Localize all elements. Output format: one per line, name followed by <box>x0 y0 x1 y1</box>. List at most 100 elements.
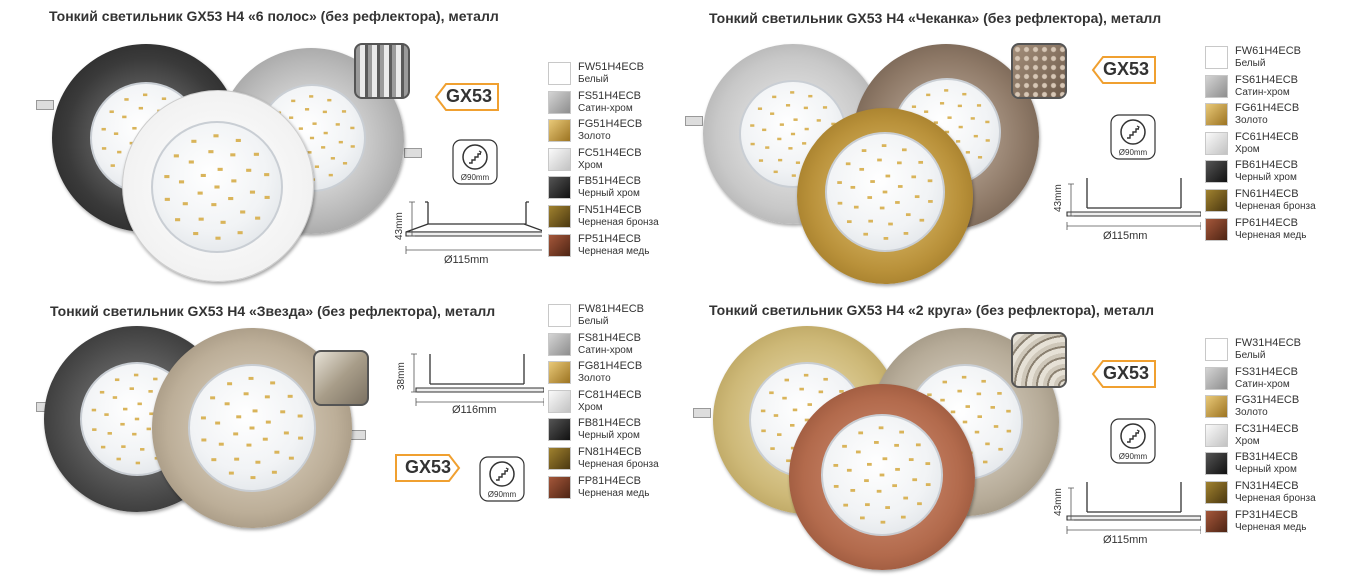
swatch-code: FB51H4ECB <box>578 175 641 188</box>
badge-label: GX53 <box>1103 59 1150 79</box>
led-chip <box>998 447 1003 451</box>
swatch-name: Сатин-хром <box>578 344 633 356</box>
led-chip <box>944 130 950 134</box>
diameter-label: Ø115mm <box>444 254 489 266</box>
led-chip <box>227 382 233 386</box>
led-chip <box>982 460 988 464</box>
swatch-code: FS61H4ECB <box>1235 73 1298 86</box>
led-chip <box>99 390 105 394</box>
led-chip <box>182 202 188 206</box>
led-chip <box>91 408 97 412</box>
led-chip <box>280 410 286 414</box>
led-chip <box>215 236 221 240</box>
color-chip <box>1205 160 1228 184</box>
color-chip <box>548 147 571 171</box>
led-chip <box>981 379 986 383</box>
led-chip <box>217 167 223 171</box>
led-chip <box>799 387 804 391</box>
led-chip <box>101 147 107 150</box>
led-chip <box>822 106 828 109</box>
led-chip <box>962 420 968 424</box>
led-chip <box>248 376 254 380</box>
led-chip <box>228 471 234 475</box>
led-chip <box>270 381 276 385</box>
led-chip <box>791 174 796 177</box>
led-chip <box>112 396 118 399</box>
led-chip <box>976 392 982 396</box>
gx53-badge: GX53 <box>1091 360 1156 388</box>
led-chip <box>327 98 332 102</box>
led-chip <box>977 156 983 159</box>
led-chip <box>985 120 990 124</box>
led-chip <box>773 414 779 417</box>
height-label: 43mm <box>1053 488 1064 516</box>
led-chip <box>795 161 801 164</box>
cutout-label: Ø90mm <box>487 490 517 499</box>
led-chip <box>790 91 795 94</box>
led-chip <box>265 420 271 424</box>
led-chip <box>970 117 975 120</box>
lamp-gold-chased <box>797 108 973 284</box>
swatch-code: FG81H4ECB <box>578 360 643 373</box>
led-chip <box>882 190 888 194</box>
led-chip <box>330 157 335 160</box>
led-chip <box>309 136 315 140</box>
product-panel-star: Тонкий светильник GX53 H4 «Звезда» (без … <box>0 292 673 584</box>
led-chip <box>965 405 970 408</box>
color-chip <box>1205 452 1228 476</box>
swatch-name: Золото <box>578 373 611 385</box>
led-chip <box>894 443 899 447</box>
swatch-code: FN81H4ECB <box>578 445 642 458</box>
led-chip <box>899 430 905 434</box>
color-chip <box>1205 423 1228 447</box>
color-chip <box>548 475 571 499</box>
led-chip <box>903 496 909 500</box>
led-chip <box>304 108 310 111</box>
led-chip <box>92 428 97 431</box>
led-chip <box>117 150 122 154</box>
led-chip <box>153 377 158 381</box>
led-chip <box>249 426 255 430</box>
led-chip <box>338 140 343 144</box>
product-panel-two-circles: Тонкий светильник GX53 H4 «2 круга» (без… <box>673 292 1346 584</box>
swatch-code: FB61H4ECB <box>1235 159 1298 172</box>
lamp-copper-rings <box>789 384 975 570</box>
led-chip <box>880 520 886 524</box>
led-chip <box>132 432 137 436</box>
led-chip <box>874 441 879 444</box>
led-chip <box>312 122 317 125</box>
led-chip <box>116 457 121 461</box>
gx53-badge: GX53 <box>1091 56 1156 84</box>
led-chip <box>200 416 206 420</box>
led-chip <box>924 110 929 113</box>
led-chip <box>897 161 902 165</box>
swatch-code: FW61H4ECB <box>1235 45 1302 57</box>
badge-label: GX53 <box>405 457 452 477</box>
led-chip <box>903 232 909 235</box>
swatch-code: FP61H4ECB <box>1235 216 1298 229</box>
finish-zoom <box>313 350 369 406</box>
swatch-name: Сатин-хром <box>1235 378 1290 390</box>
led-chip <box>224 402 230 406</box>
led-chip <box>895 467 900 471</box>
led-chip <box>885 174 891 178</box>
led-chip <box>198 217 204 221</box>
led-chip <box>926 93 931 97</box>
color-chip <box>1205 103 1228 127</box>
led-chip <box>933 121 938 124</box>
swatch-name: Белый <box>1235 58 1266 69</box>
gx53-badge: GX53 <box>395 454 461 482</box>
led-chip <box>878 426 884 430</box>
led-chip <box>146 427 151 431</box>
led-chip <box>328 173 333 177</box>
led-chip <box>218 442 224 446</box>
swatch-code: FS31H4ECB <box>1235 365 1298 378</box>
color-chip <box>1205 338 1228 361</box>
led-chip <box>231 179 237 183</box>
